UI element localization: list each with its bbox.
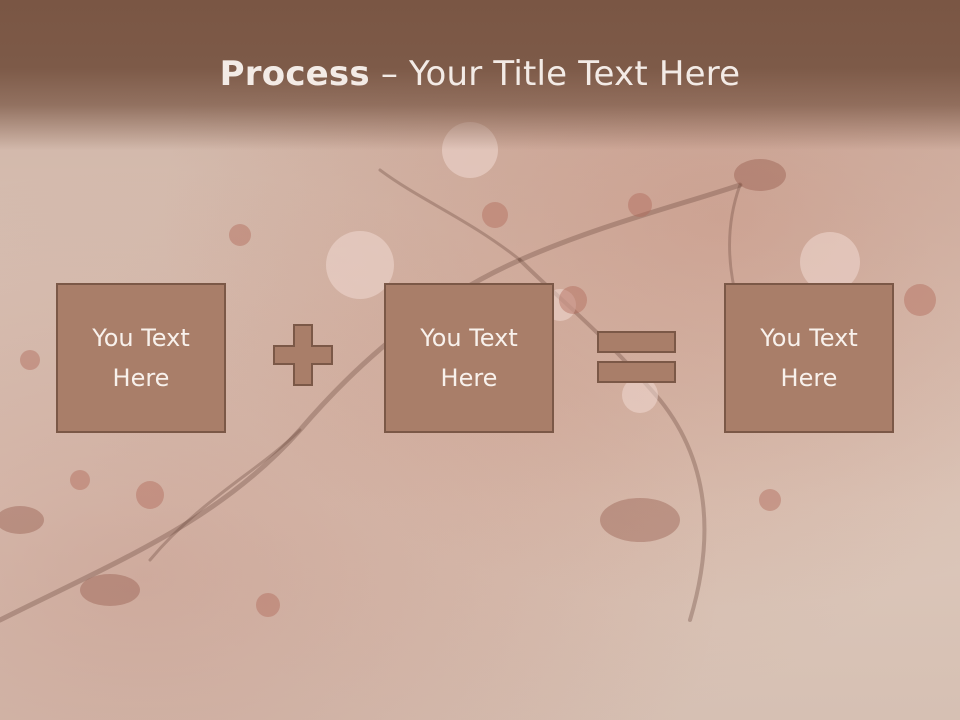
text-box-1-line1: You Text bbox=[92, 324, 190, 352]
text-box-3-line1: You Text bbox=[760, 324, 858, 352]
text-box-2[interactable]: You Text Here bbox=[384, 283, 554, 433]
text-box-3-line2: Here bbox=[780, 364, 838, 392]
slide-title: Process – Your Title Text Here bbox=[0, 54, 960, 94]
equals-icon bbox=[597, 331, 676, 383]
plus-icon bbox=[273, 324, 333, 386]
title-dash: – bbox=[369, 54, 410, 94]
text-box-1[interactable]: You Text Here bbox=[56, 283, 226, 433]
title-band bbox=[0, 0, 960, 150]
text-box-2-line1: You Text bbox=[420, 324, 518, 352]
text-box-3[interactable]: You Text Here bbox=[724, 283, 894, 433]
title-rest: Your Title Text Here bbox=[409, 54, 741, 94]
text-box-2-line2: Here bbox=[440, 364, 498, 392]
text-box-1-line2: Here bbox=[112, 364, 170, 392]
title-bold: Process bbox=[219, 54, 370, 94]
